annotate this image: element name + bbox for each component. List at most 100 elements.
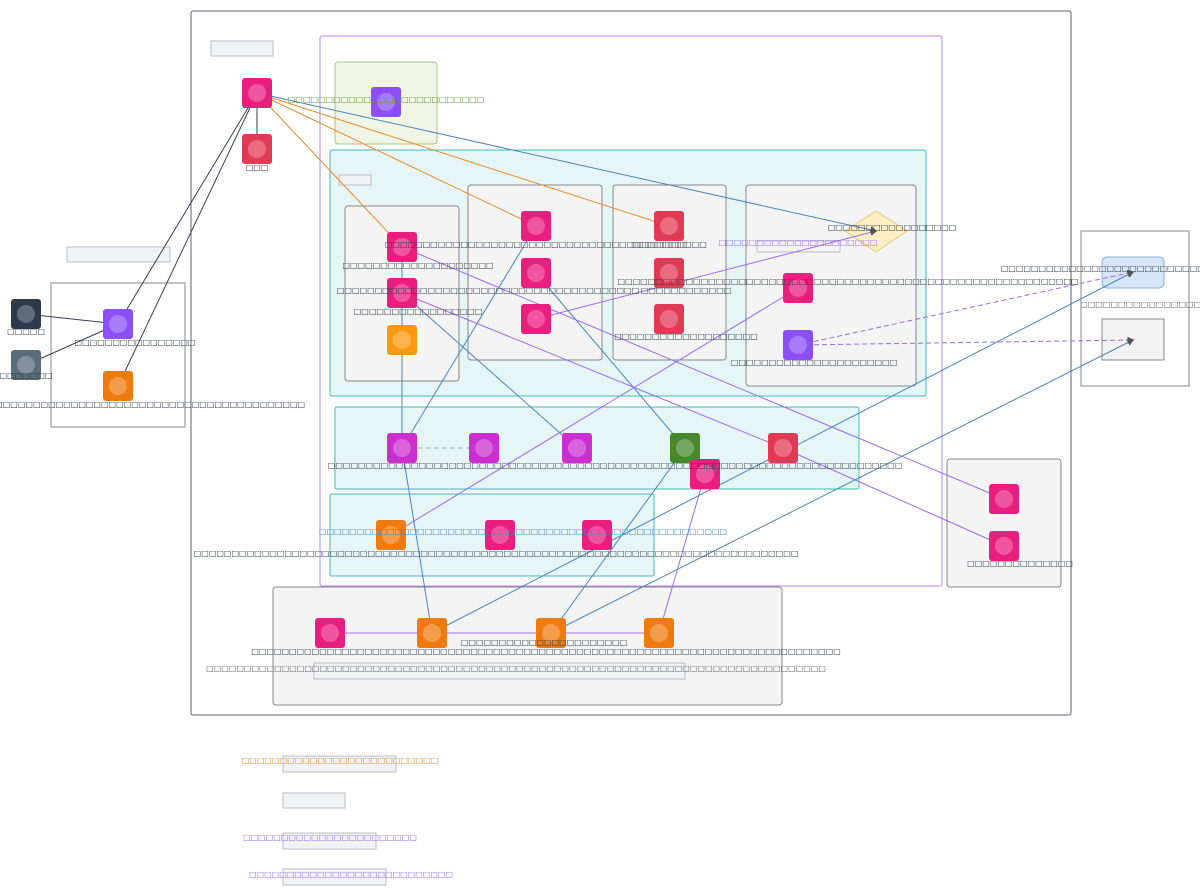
node-m2[interactable]	[469, 433, 499, 463]
edge-n-d2-to-far-blue[interactable]	[797, 269, 1135, 346]
far-right-gray-node[interactable]	[1101, 318, 1165, 361]
edge-n-b3-to-diamond[interactable]	[535, 229, 878, 320]
node-l2[interactable]	[485, 520, 515, 550]
node-circle-icon	[475, 439, 493, 457]
edge-n-a2-to-n-m5[interactable]	[401, 292, 785, 450]
node-m5[interactable]	[768, 433, 798, 463]
edge-n-b2-to-n-m4[interactable]	[535, 272, 686, 450]
subgroup-d-tag-label: □□□□□□□□□□□□□□□□□□□□□	[719, 238, 878, 247]
node-tile	[989, 484, 1019, 514]
node-c1[interactable]	[654, 211, 684, 241]
node-circle-icon	[393, 238, 411, 256]
node-m4[interactable]	[670, 433, 700, 463]
node-label-left-purple: □□□□□□□□□□□□□□□□	[75, 338, 196, 347]
node-circle-icon	[650, 624, 668, 642]
node-c2[interactable]	[654, 258, 684, 288]
edge-n-left-purple-to-n-top-pink[interactable]	[117, 91, 258, 325]
edge-n-m1-to-n-g2[interactable]	[401, 447, 435, 635]
node-tile	[387, 278, 417, 308]
node-label-a1: □□□□□□□□□□□□□□□□□□□□	[342, 261, 493, 270]
node-g4[interactable]	[644, 618, 674, 648]
node-circle-icon	[109, 315, 127, 333]
edge-n-a2-to-n-m3[interactable]	[401, 292, 579, 449]
edge-n-m5-to-n-r2[interactable]	[782, 447, 1006, 547]
node-circle-icon	[377, 93, 395, 111]
node-label-g3: □□□□□□□□□□□□□□□□□□□□□□	[461, 638, 627, 647]
node-circle-icon	[789, 336, 807, 354]
left-group	[50, 282, 186, 428]
node-tile	[11, 299, 41, 329]
edge-n-a1-to-n-r1[interactable]	[401, 246, 1006, 501]
edge-n-g3-to-far-gray[interactable]	[550, 339, 1135, 634]
node-top-red[interactable]	[242, 134, 272, 164]
node-tile	[654, 258, 684, 288]
edge-n-left-slate-to-n-left-purple[interactable]	[25, 323, 120, 366]
node-left-purple[interactable]	[103, 309, 133, 339]
node-m1[interactable]	[387, 433, 417, 463]
node-left-dark[interactable]	[11, 299, 41, 329]
node-tile	[103, 309, 133, 339]
node-tile	[783, 330, 813, 360]
teal-middle-group	[334, 406, 860, 490]
node-label-c2: □□□□□□□□□□□□	[641, 286, 732, 295]
edge-n-m1-to-n-b1[interactable]	[401, 224, 537, 449]
edge-n-left-orange-to-n-top-pink[interactable]	[117, 91, 258, 387]
node-b1[interactable]	[521, 211, 551, 241]
node-tile	[469, 433, 499, 463]
node-tile	[654, 211, 684, 241]
node-d1[interactable]	[783, 273, 813, 303]
node-top-pink[interactable]	[242, 78, 272, 108]
node-circle-icon	[588, 526, 606, 544]
node-tile	[417, 618, 447, 648]
node-r2[interactable]	[989, 531, 1019, 561]
edge-n-d1-to-n-l1[interactable]	[389, 287, 799, 536]
node-b3[interactable]	[521, 304, 551, 334]
node-circle-icon	[109, 377, 127, 395]
node-m6[interactable]	[690, 459, 720, 489]
node-label-b1: □□□□□□□□□□□□□□□□□□□□□□□□□□□□□□□□□□□□□□□□	[385, 240, 687, 249]
legend-box-1	[282, 755, 397, 773]
edge-n-m4-to-n-g3[interactable]	[550, 447, 686, 635]
node-b2[interactable]	[521, 258, 551, 288]
middle-row-label: □□□□□□□□□□□□□□□□□□□□□□□□□□□□□□□□□□□□□□□□…	[328, 461, 902, 470]
edge-n-top-pink-to-n-b1[interactable]	[256, 92, 538, 227]
edge-n-g4-to-n-m6[interactable]	[658, 472, 707, 634]
node-d2[interactable]	[783, 330, 813, 360]
node-circle-icon	[995, 490, 1013, 508]
edge-n-top-pink-to-n-c1[interactable]	[256, 92, 671, 228]
node-left-slate[interactable]	[11, 350, 41, 380]
node-m3[interactable]	[562, 433, 592, 463]
node-tile	[536, 618, 566, 648]
node-l3[interactable]	[582, 520, 612, 550]
node-g1[interactable]	[315, 618, 345, 648]
node-tile	[521, 258, 551, 288]
node-circle-icon	[527, 264, 545, 282]
edge-n-left-dark-to-n-left-purple[interactable]	[25, 313, 120, 327]
node-a2[interactable]	[387, 278, 417, 308]
node-circle-icon	[660, 264, 678, 282]
node-left-orange[interactable]	[103, 371, 133, 401]
node-circle-icon	[248, 84, 266, 102]
edge-n-top-pink-to-diamond[interactable]	[256, 92, 878, 234]
node-c3[interactable]	[654, 304, 684, 334]
legend-label-1: □□□□□□□□□□□□□□□□□□□□□□□□□□	[242, 756, 439, 765]
node-r1[interactable]	[989, 484, 1019, 514]
legend-label-4: □□□□□□□□□□□□□□□□□□□□□□□□□□□	[249, 870, 453, 879]
node-tile	[690, 459, 720, 489]
node-g3[interactable]	[536, 618, 566, 648]
node-circle-icon	[676, 439, 694, 457]
node-circle-icon	[995, 537, 1013, 555]
node-tile	[521, 304, 551, 334]
teal-upper-tag	[338, 174, 372, 186]
node-green-purple[interactable]	[371, 87, 401, 117]
node-a3[interactable]	[387, 325, 417, 355]
edge-n-top-pink-to-n-a1[interactable]	[256, 92, 403, 249]
node-circle-icon	[17, 305, 35, 323]
nodes-layer	[11, 78, 1019, 648]
node-circle-icon	[774, 439, 792, 457]
node-a1[interactable]	[387, 232, 417, 262]
node-l1[interactable]	[376, 520, 406, 550]
node-label-left-orange: □□□□□□□□□□□□□□□□□□□□□□□□□□□□□□□□□□□□□□□□…	[0, 400, 305, 409]
node-g2[interactable]	[417, 618, 447, 648]
